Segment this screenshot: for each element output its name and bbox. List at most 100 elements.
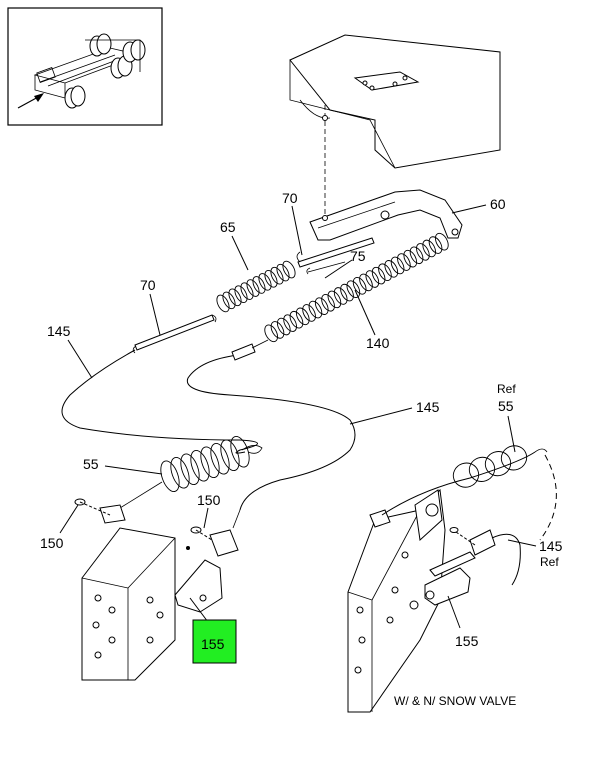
callout-65: 65	[220, 219, 236, 235]
link-part-70-left	[132, 314, 217, 354]
spring-coil	[270, 321, 285, 339]
leader-55	[104, 465, 163, 475]
spring-coil	[276, 263, 290, 282]
spring-coil	[352, 277, 367, 295]
spring-coil	[180, 453, 200, 486]
spring-coil	[228, 288, 242, 307]
spring-coil	[276, 317, 291, 336]
bracket-part-155-right	[409, 527, 521, 610]
bracket-part-155-left	[174, 509, 241, 613]
leader-65	[231, 235, 249, 271]
spring-coil	[452, 462, 480, 488]
leader-155-right	[447, 595, 461, 629]
leader-145-left	[67, 339, 93, 379]
callout-145-mid: 145	[416, 399, 440, 415]
leader-155-highlight	[189, 597, 209, 623]
right-frame-bracket	[347, 488, 446, 713]
spring-coil	[384, 260, 399, 278]
bolt-part-150-left	[74, 498, 111, 516]
callout-150-mid: 150	[197, 492, 221, 508]
spring-coil	[321, 293, 335, 312]
spring-part-65	[216, 260, 296, 313]
spring-coil	[365, 270, 380, 288]
spring-part-140	[264, 232, 449, 343]
leader-150-left	[59, 504, 79, 534]
callout-70-left: 70	[140, 277, 156, 293]
leader-ref-145	[507, 539, 537, 547]
callout-145-left: 145	[47, 323, 71, 339]
spring-part-55	[160, 435, 250, 493]
spring-coil	[234, 285, 248, 303]
spring-55-hooks	[119, 445, 263, 509]
spring-coil	[422, 239, 437, 258]
spring-coil	[500, 445, 528, 471]
spring-coil	[240, 282, 254, 300]
callout-155-right: 155	[455, 633, 479, 649]
leader-70-top	[291, 205, 303, 256]
locator-arrow-icon	[17, 93, 44, 109]
spring-coil	[435, 232, 449, 251]
spring-coil	[397, 253, 411, 271]
spring-coil	[220, 439, 240, 472]
right-linkage	[369, 448, 548, 528]
ref-145-ref: Ref	[540, 555, 559, 569]
spring-coil	[210, 442, 230, 475]
callout-140: 140	[366, 335, 390, 351]
leader-75	[324, 259, 353, 279]
spring-coil	[327, 290, 342, 309]
spring-coil	[340, 283, 354, 302]
spring-ref-55	[452, 445, 528, 488]
cable-part-145	[61, 339, 356, 511]
spring-coil	[282, 260, 296, 279]
spring-coil	[484, 451, 512, 477]
spring-coil	[264, 324, 278, 343]
spring-coil	[222, 291, 236, 310]
spring-coil	[283, 314, 297, 332]
spring-coil	[468, 456, 496, 482]
left-frame-bracket	[81, 504, 176, 681]
lever-part-60	[309, 189, 463, 241]
leader-150-mid	[203, 507, 209, 529]
dashed-ref-line	[539, 454, 557, 541]
leader-60	[451, 204, 487, 214]
spring-coil	[289, 310, 304, 329]
ref-145-num: 145	[539, 538, 563, 554]
leader-140	[354, 289, 376, 336]
diagram-caption: W/ & N/ SNOW VALVE	[394, 694, 516, 708]
spring-coil	[170, 456, 190, 489]
spring-coil	[359, 273, 373, 292]
callout-70-top: 70	[282, 190, 298, 206]
callout-150-left: 150	[40, 535, 64, 551]
spring-coil	[258, 273, 272, 291]
link-part-75	[306, 261, 346, 275]
spring-coil	[246, 279, 260, 297]
leader-ref-55	[507, 415, 516, 453]
bolt-part-150-mid	[186, 526, 213, 550]
spring-coil	[270, 266, 284, 285]
truck-chassis-icon	[33, 33, 146, 109]
spring-coil	[216, 294, 230, 313]
spring-coil	[264, 270, 278, 288]
spring-coil	[390, 256, 405, 275]
spring-coil	[295, 307, 310, 326]
spring-coil	[200, 446, 220, 479]
spring-coil	[160, 460, 180, 493]
upper-mounting-bracket	[289, 34, 501, 220]
ref-55-num: 55	[498, 398, 514, 414]
spring-coil	[252, 276, 266, 294]
spring-coil	[428, 236, 443, 254]
spring-coil	[333, 287, 348, 305]
spring-coil	[230, 435, 250, 468]
callout-75: 75	[350, 248, 366, 264]
spring-coil	[308, 300, 323, 319]
link-part-70-top	[296, 237, 375, 268]
spring-coil	[403, 249, 418, 268]
spring-coil	[409, 246, 424, 265]
spring-coil	[346, 280, 361, 298]
highlight-box-155[interactable]	[192, 619, 237, 664]
callout-60: 60	[490, 196, 506, 212]
spring-coil	[416, 243, 430, 261]
spring-coil	[302, 304, 316, 322]
callout-155-highlight[interactable]: 155	[201, 636, 225, 652]
